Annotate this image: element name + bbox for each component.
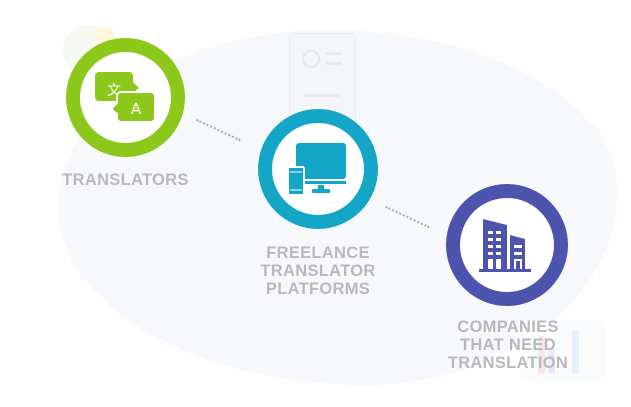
label-companies: COMPANIES THAT NEED TRANSLATION (436, 318, 580, 372)
magnifier-icon (302, 50, 320, 68)
label-line: THAT NEED (460, 336, 556, 354)
chart-bar (572, 330, 579, 374)
background-chart-card (520, 320, 606, 382)
office-buildings-icon (479, 219, 531, 272)
background-line (326, 62, 342, 65)
label-freelance-platforms: FREELANCE TRANSLATOR PLATFORMS (248, 244, 388, 298)
translate-bubbles-icon: 文 A (94, 71, 156, 123)
label-line: COMPANIES (457, 318, 559, 336)
svg-text:A: A (130, 100, 141, 118)
label-line: PLATFORMS (265, 280, 371, 298)
background-line (326, 52, 342, 55)
label-line: TRANSLATION (447, 354, 569, 372)
label-line: TRANSLATOR (260, 262, 376, 280)
chart-bar (548, 348, 555, 374)
node-translators: 文 A (66, 38, 185, 157)
node-freelance-platforms (258, 109, 378, 229)
label-translators: TRANSLATORS (62, 171, 189, 189)
chart-bar (538, 336, 545, 374)
label-line: FREELANCE (266, 244, 370, 262)
background-line (304, 94, 340, 97)
node-companies (446, 184, 568, 306)
devices-monitor-phone-icon (288, 143, 346, 196)
